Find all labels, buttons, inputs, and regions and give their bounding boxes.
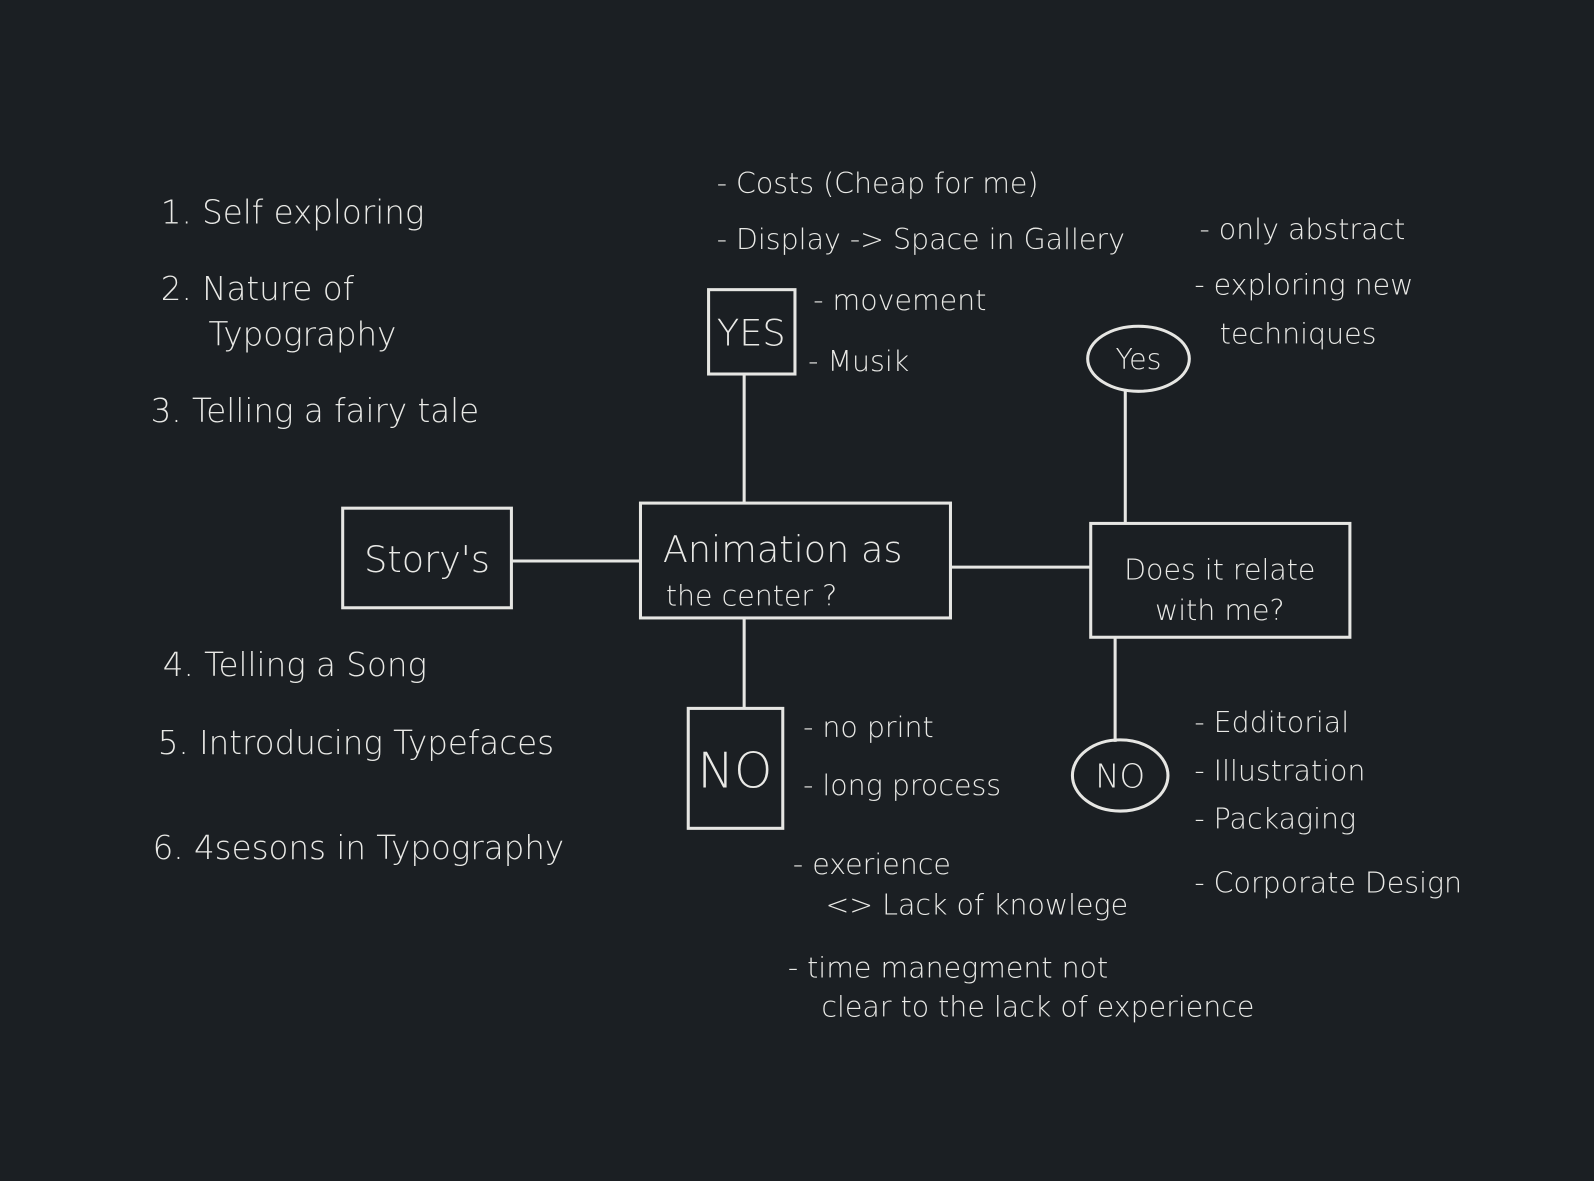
- relate-no-label: NO: [1095, 758, 1145, 796]
- note: - exerience: [793, 848, 951, 881]
- note: - Packaging: [1194, 802, 1356, 835]
- relate-label-line2: with me?: [1155, 594, 1285, 627]
- relate-yes-label: Yes: [1116, 343, 1162, 376]
- stories-label: Story's: [364, 538, 490, 581]
- center-box: [638, 501, 952, 620]
- relate-label-line1: Does it relate: [1124, 553, 1315, 586]
- note: - Display -> Space in Gallery: [717, 223, 1125, 256]
- note: - Corporate Design: [1194, 866, 1462, 899]
- note: clear to the lack of experience: [821, 990, 1254, 1023]
- center-label-line2: the center ?: [666, 580, 837, 613]
- stories-box: [341, 506, 513, 610]
- relate-box: [1089, 521, 1352, 639]
- relate-no-oval: [1070, 738, 1170, 813]
- no-box: [686, 706, 785, 830]
- yes-box: [707, 288, 797, 376]
- note: - no print: [803, 711, 934, 744]
- idea-item: 2. Nature of: [161, 270, 355, 308]
- note: <> Lack of knowlege: [825, 889, 1128, 922]
- no-label: NO: [698, 743, 773, 800]
- idea-item: 5. Introducing Typefaces: [158, 724, 554, 762]
- yes-label: YES: [717, 312, 786, 355]
- idea-item: 4. Telling a Song: [163, 646, 427, 684]
- idea-item: 3. Telling a fairy tale: [151, 392, 480, 430]
- note: - long process: [803, 769, 1001, 802]
- relate-yes-oval: [1086, 324, 1191, 393]
- center-label-line1: Animation as: [663, 528, 903, 571]
- idea-item: 6. 4sesons in Typography: [153, 829, 565, 867]
- note: - time manegment not: [788, 952, 1108, 985]
- note: - only abstract: [1199, 213, 1405, 246]
- note: - Musik: [808, 345, 909, 378]
- note: - Costs (Cheap for me): [717, 167, 1039, 200]
- note: techniques: [1220, 318, 1377, 351]
- idea-item: 1. Self exploring: [161, 194, 425, 232]
- note: - Illustration: [1194, 755, 1365, 788]
- note: - exploring new: [1194, 269, 1413, 302]
- idea-item: Typography: [209, 316, 397, 354]
- note: - Edditorial: [1194, 706, 1349, 739]
- note: - movement: [813, 284, 986, 317]
